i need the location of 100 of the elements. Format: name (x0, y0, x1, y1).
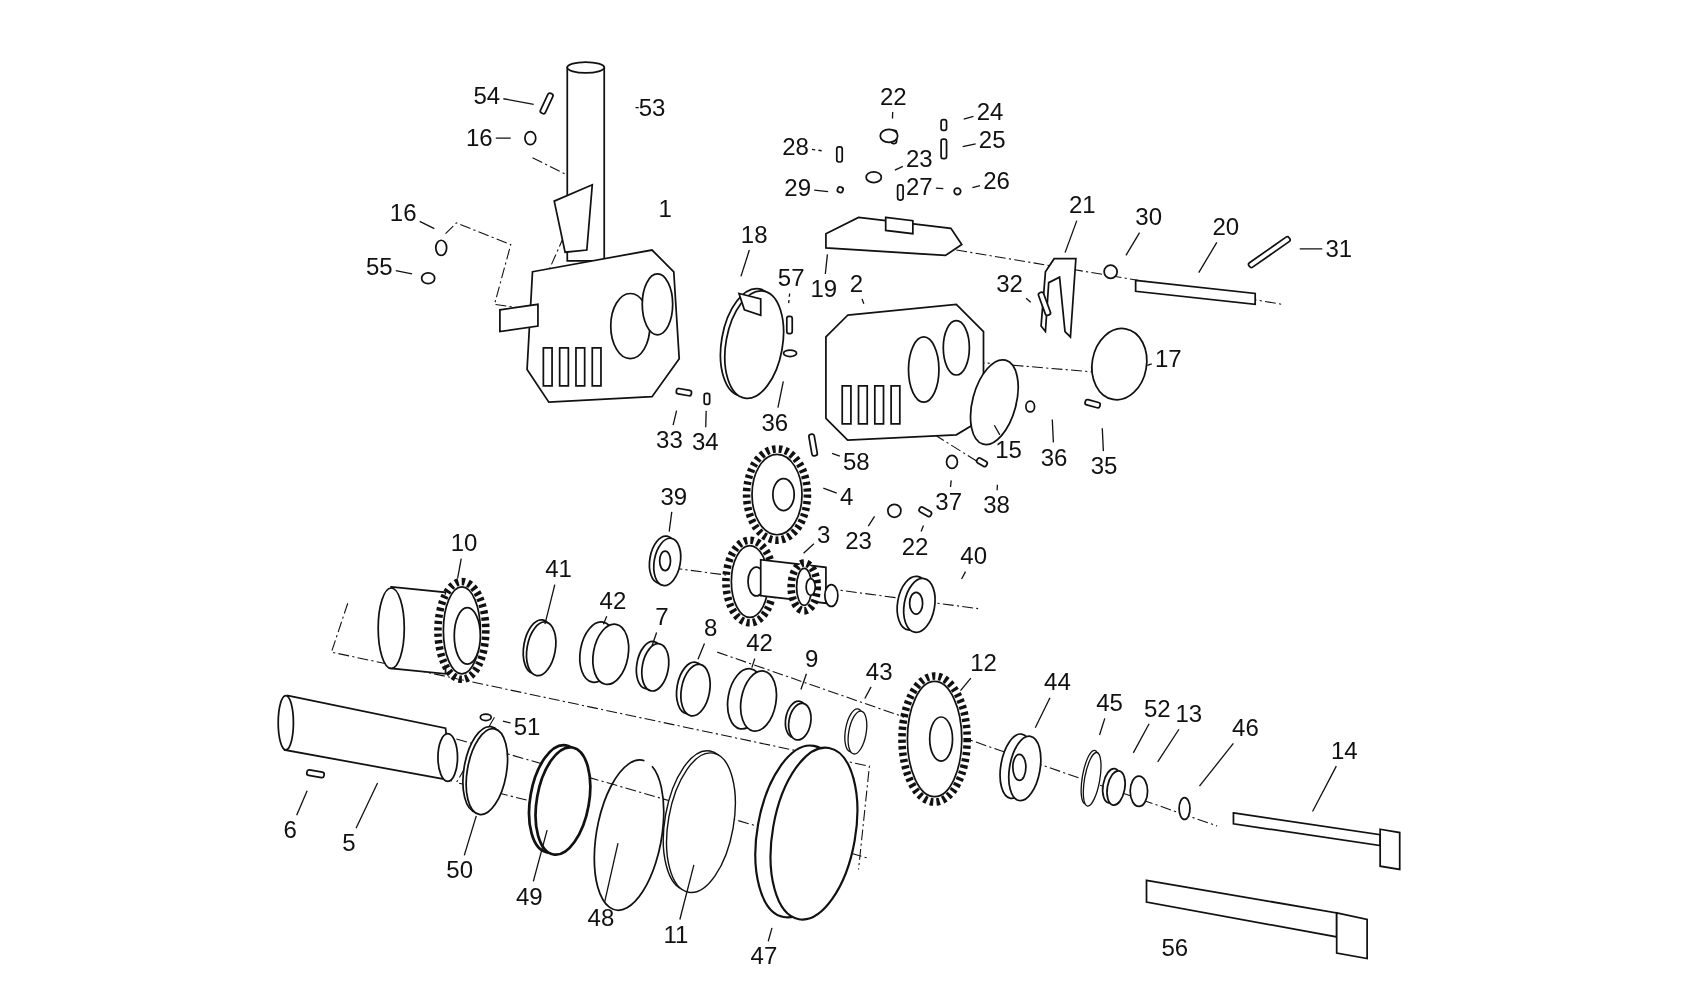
callout-number: 2 (848, 270, 864, 297)
callout-number: 58 (842, 448, 871, 475)
leader-line (777, 380, 784, 409)
callout-number: 12 (969, 649, 998, 676)
callout-number: 36 (1039, 444, 1069, 471)
callout-number: 1 (657, 195, 673, 222)
leader-line (355, 782, 379, 829)
leader-line (1311, 765, 1337, 813)
leader-line (679, 864, 695, 921)
leader-line (1051, 418, 1055, 444)
leader-line (787, 292, 791, 306)
callout-number: 43 (864, 658, 894, 685)
leader-line (864, 686, 872, 700)
callout-number: 11 (662, 921, 690, 948)
leader-line (740, 249, 750, 278)
leader-line (502, 98, 535, 105)
leader-line (993, 424, 1001, 436)
leader-line (971, 185, 981, 189)
callout-number: 45 (1095, 690, 1124, 717)
leader-line (672, 410, 678, 426)
callout-number: 57 (776, 265, 806, 292)
leader-line (935, 187, 944, 190)
leader-line (751, 657, 756, 669)
leader-line (296, 790, 308, 816)
leader-line (960, 571, 967, 580)
callout-number: 44 (1043, 669, 1072, 696)
leader-line (822, 487, 838, 494)
leader-line (1125, 231, 1141, 256)
callout-number: 38 (982, 492, 1011, 519)
callout-number: 21 (1068, 192, 1097, 219)
leader-line (867, 515, 876, 527)
callout-number: 9 (804, 645, 820, 672)
leader-line (1198, 742, 1234, 787)
callout-number: 23 (844, 528, 873, 555)
callout-number: 42 (745, 630, 774, 657)
leader-line (1098, 717, 1106, 736)
leader-line (668, 511, 673, 533)
callout-number: 18 (739, 221, 769, 248)
callout-number: 16 (388, 200, 418, 226)
callout-number: 53 (637, 94, 667, 121)
leader-line (813, 189, 829, 193)
callout-number: 52 (1143, 695, 1172, 722)
callout-number: 49 (514, 883, 544, 910)
leader-line (963, 115, 975, 120)
callout-number: 36 (760, 409, 790, 436)
callout-number: 30 (1134, 204, 1163, 231)
leader-line (767, 927, 773, 942)
callout-number: 3 (816, 521, 832, 548)
callout-number: 8 (703, 615, 719, 642)
callout-number: 48 (586, 905, 616, 932)
callout-number: 47 (749, 943, 779, 970)
callout-number: 5 (341, 830, 357, 857)
leader-line (1034, 697, 1051, 729)
callout-number: 10 (449, 530, 479, 557)
callout-number: 19 (809, 276, 839, 303)
callout-number: 51 (512, 714, 542, 740)
leader-line (463, 815, 477, 856)
leader-line (603, 842, 619, 904)
leader-line (395, 269, 413, 275)
leader-line (962, 143, 977, 148)
callout-number: 39 (659, 483, 689, 510)
callout-number: 29 (783, 175, 812, 201)
leader-line (1132, 723, 1150, 754)
callout-number: 24 (975, 98, 1005, 125)
callout-number: 37 (934, 489, 964, 516)
leader-line (502, 720, 512, 724)
leader-line (634, 107, 642, 109)
leader-line (996, 484, 998, 491)
leader-line (802, 543, 815, 554)
leader-line (861, 298, 865, 305)
callout-number: 31 (1324, 235, 1354, 262)
leader-line (419, 220, 435, 230)
leader-line (891, 111, 894, 120)
callout-number: 22 (900, 533, 930, 560)
leader-line (651, 631, 658, 647)
leader-line (894, 165, 904, 171)
leader-line (831, 452, 841, 457)
callout-number: 54 (472, 82, 502, 109)
callout-number: 23 (905, 145, 934, 172)
callout-number: 32 (995, 270, 1024, 297)
callout-number: 28 (781, 133, 810, 160)
callout-number: 46 (1231, 715, 1260, 742)
callout-number: 42 (598, 587, 628, 614)
leader-line (1157, 728, 1180, 763)
callout-number: 33 (655, 427, 684, 454)
callout-number: 7 (654, 604, 670, 631)
callout-number: 22 (878, 83, 908, 110)
leader-line (959, 677, 972, 692)
callout-number: 35 (1089, 453, 1119, 480)
callout-number: 40 (959, 543, 989, 570)
callout-number: 6 (282, 817, 298, 844)
callout-number: 41 (544, 556, 573, 583)
callout-number: 34 (690, 429, 720, 456)
callout-number: 15 (994, 436, 1023, 463)
callout-number: 14 (1329, 737, 1359, 764)
callout-number: 17 (1153, 345, 1183, 372)
leader-line (705, 410, 707, 428)
leader-line (1299, 248, 1323, 250)
callout-number: 56 (1160, 934, 1190, 961)
leader-line (824, 253, 829, 275)
